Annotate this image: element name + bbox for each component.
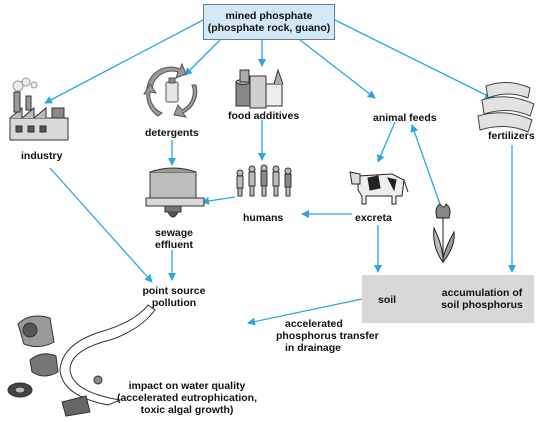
excreta-label: excreta bbox=[355, 212, 392, 224]
feed-sacks-icon bbox=[477, 82, 535, 133]
arrow-feeds-excreta bbox=[377, 121, 396, 163]
cow-icon bbox=[349, 171, 409, 205]
detergents-label: detergents bbox=[145, 127, 199, 139]
food-cans-icon bbox=[235, 68, 284, 109]
soil-label: soil bbox=[378, 294, 397, 306]
arrow-source-industry bbox=[44, 19, 204, 104]
arrow-industry-point bbox=[49, 167, 153, 283]
arrow-source-detergents bbox=[184, 39, 221, 76]
tulip-icon bbox=[433, 203, 455, 264]
animal-feeds-label: animal feeds bbox=[373, 112, 437, 124]
arrow-soil-drainage bbox=[247, 298, 363, 326]
mined-phosphate-label: mined phosphate bbox=[225, 10, 313, 22]
fertilizers-label: fertilizers bbox=[488, 130, 535, 142]
soil-box bbox=[362, 275, 534, 323]
arrow-humans-sewage bbox=[201, 196, 236, 205]
arrow-source-feeds bbox=[299, 39, 376, 99]
accelerated-label: accelerated bbox=[285, 318, 343, 330]
algal-growth-label: toxic algal growth) bbox=[140, 404, 234, 416]
arrow-tulip-feeds bbox=[410, 124, 443, 211]
sewage-label: sewage bbox=[155, 227, 193, 239]
effluent-label: effluent bbox=[155, 239, 193, 251]
impact-label: impact on water quality bbox=[128, 380, 246, 392]
mined-phosphate-sublabel: (phosphate rock, guano) bbox=[207, 22, 331, 34]
factory-icon bbox=[9, 77, 69, 141]
accumulation-label: accumulation of bbox=[441, 287, 523, 299]
people-icon bbox=[236, 164, 292, 197]
in-drainage-label: in drainage bbox=[285, 342, 342, 354]
recycle-detergent-icon bbox=[143, 62, 198, 118]
humans-label: humans bbox=[243, 212, 284, 224]
arrow-source-fertilizers bbox=[334, 19, 493, 99]
industry-label: industry bbox=[21, 150, 63, 162]
pollution-label: pollution bbox=[151, 297, 197, 309]
sewage-outfall-icon bbox=[145, 167, 205, 218]
point-source-label: point source bbox=[142, 285, 206, 297]
eutrophication-label: (accelerated eutrophication, bbox=[116, 392, 258, 404]
food-additives-label: food additives bbox=[228, 110, 300, 122]
soil-phosphorus-label: soil phosphorus bbox=[441, 299, 523, 311]
phosphorus-transfer-label: phosphorus transfer bbox=[276, 330, 379, 342]
polluted-stream-icon bbox=[7, 304, 156, 417]
mined-phosphate-box: mined phosphate (phosphate rock, guano) bbox=[203, 4, 335, 40]
